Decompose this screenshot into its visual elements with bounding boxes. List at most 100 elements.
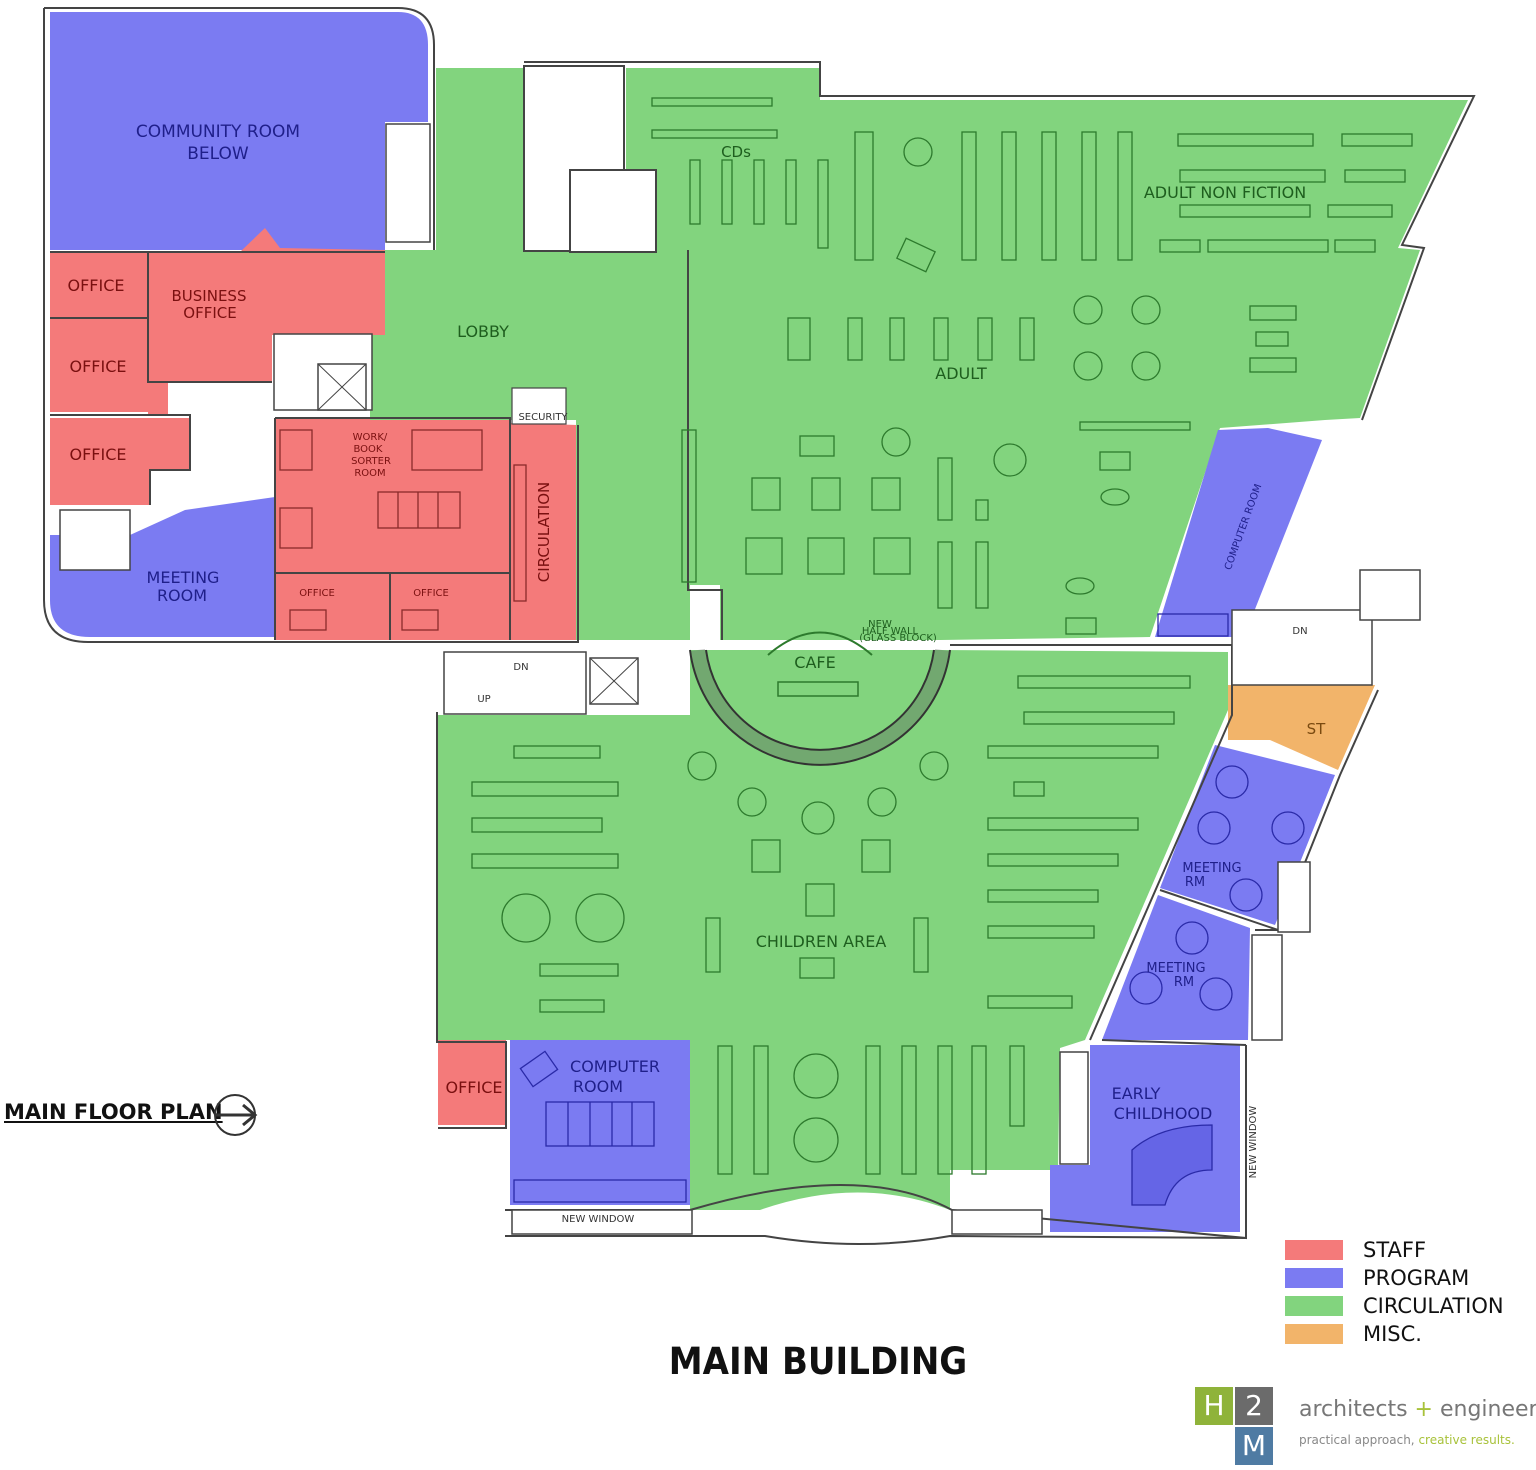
h2m-logo: H 2 M architects + engineers practical a… <box>1195 1387 1536 1467</box>
logo-text-engineers: engineers <box>1439 1397 1536 1422</box>
legend-label-staff: STAFF <box>1363 1238 1427 1262</box>
logo-text-architects: architects <box>1299 1397 1408 1422</box>
office-zone-1 <box>50 252 148 318</box>
legend-label-misc: MISC. <box>1363 1322 1422 1346</box>
office-zone-3 <box>50 418 190 505</box>
walls <box>43 7 1476 1245</box>
legend-swatch-circulation <box>1285 1296 1343 1316</box>
north-arrow-icon <box>214 1094 258 1136</box>
work-room-label-2: BOOK <box>354 444 383 455</box>
security-label: SECURITY <box>518 412 568 423</box>
main-title: MAIN BUILDING <box>668 1340 968 1383</box>
meeting-rm-a-label-1: MEETING <box>1182 861 1241 876</box>
legend-label-program: PROGRAM <box>1363 1266 1470 1290</box>
early-childhood-zone <box>1050 1045 1240 1232</box>
logo-text-plus: + <box>1414 1397 1433 1422</box>
logo-text: architects + engineers <box>1299 1397 1536 1422</box>
business-office-label-2: OFFICE <box>183 304 236 322</box>
legend: STAFF PROGRAM CIRCULATION MISC. <box>1285 1236 1525 1348</box>
computer-room-children-label-2: ROOM <box>573 1077 623 1096</box>
cafe-counter <box>767 631 873 656</box>
community-room-below-label: BELOW <box>187 144 249 164</box>
stair-up-label: UP <box>477 694 490 705</box>
legend-item-staff: STAFF <box>1285 1236 1525 1264</box>
adult-label: ADULT <box>935 364 987 383</box>
storage-label: ST <box>1307 720 1327 738</box>
new-window-label-2: NEW WINDOW <box>1248 1106 1259 1179</box>
circulation-desk-label: CIRCULATION <box>535 482 553 582</box>
new-window-label-1: NEW WINDOW <box>562 1214 635 1225</box>
logo-letter-m: M <box>1235 1427 1273 1465</box>
restrooms-2 <box>569 169 657 253</box>
office-2-label: OFFICE <box>70 357 127 376</box>
legend-item-program: PROGRAM <box>1285 1264 1525 1292</box>
legend-swatch-misc <box>1285 1324 1343 1344</box>
office-zone-2 <box>50 318 168 415</box>
early-childhood-label-1: EARLY <box>1112 1084 1161 1103</box>
plan-label: MAIN FLOOR PLAN <box>4 1100 223 1124</box>
legend-item-misc: MISC. <box>1285 1320 1525 1348</box>
early-childhood-label-2: CHILDHOOD <box>1114 1104 1213 1123</box>
logo-tag-2: creative results. <box>1418 1433 1515 1447</box>
cafe-label: CAFE <box>794 653 835 672</box>
logo-letter-2: 2 <box>1235 1387 1273 1425</box>
cafe-curve <box>691 649 949 765</box>
corridor-zone <box>576 250 690 640</box>
meeting-rm-b-zone <box>1102 895 1250 1040</box>
legend-label-circulation: CIRCULATION <box>1363 1294 1504 1318</box>
cafe-curve-inner <box>705 649 935 751</box>
office-children-zone <box>438 1040 506 1125</box>
computer-room-adult-zone <box>1155 428 1322 637</box>
tables-adult <box>745 137 1297 635</box>
stair-dn-label-1: DN <box>513 662 528 673</box>
community-room-zone <box>50 12 428 250</box>
meeting-room-label-1: MEETING <box>147 568 220 587</box>
logo-tagline: practical approach, creative results. <box>1299 1433 1515 1447</box>
meeting-rm-a-label-2: RM <box>1185 875 1205 890</box>
legend-item-circulation: CIRCULATION <box>1285 1292 1525 1320</box>
cds-label: CDs <box>721 143 751 161</box>
children-area-zone <box>437 650 1228 1210</box>
program-furniture <box>513 613 1305 1206</box>
computer-room-children-label-1: COMPUTER <box>570 1057 660 1076</box>
lobby-label: LOBBY <box>457 322 509 341</box>
meeting-room-label-2: ROOM <box>157 586 207 605</box>
adult-non-fiction-label: ADULT NON FICTION <box>1144 183 1306 202</box>
children-area-label: CHILDREN AREA <box>756 932 887 951</box>
tables-children <box>501 751 1045 1163</box>
legend-swatch-program <box>1285 1268 1343 1288</box>
lobby-zone <box>370 68 576 420</box>
business-office-label-1: BUSINESS <box>172 287 247 305</box>
half-wall-label-3: (GLASS BLOCK) <box>859 633 937 644</box>
logo-tag-1: practical approach, <box>1299 1433 1415 1447</box>
office-1-label: OFFICE <box>68 276 125 295</box>
elevator-marks <box>317 363 639 705</box>
storage-zone <box>1228 685 1375 770</box>
small-office-1-label: OFFICE <box>299 588 335 599</box>
work-room-label-1: WORK/ <box>353 432 388 443</box>
work-room-label-4: ROOM <box>354 468 385 479</box>
business-office-zone <box>148 228 385 382</box>
meeting-rm-b-label-1: MEETING <box>1146 961 1205 976</box>
small-office-2-label: OFFICE <box>413 588 449 599</box>
office-3-label: OFFICE <box>70 445 127 464</box>
stair-dn-label-2: DN <box>1292 626 1307 637</box>
work-room-label-3: SORTER <box>351 456 391 467</box>
half-wall-label-2: HALF WALL <box>862 626 919 637</box>
office-children-label: OFFICE <box>446 1078 503 1097</box>
cafe-curve-outer <box>689 649 951 766</box>
computer-room-children-zone <box>510 1040 690 1205</box>
meeting-rm-b-label-2: RM <box>1174 975 1194 990</box>
staff-furniture <box>279 429 527 631</box>
community-room-label: COMMUNITY ROOM <box>136 122 300 142</box>
cafe-bar <box>777 681 859 697</box>
logo-letter-h: H <box>1195 1387 1233 1425</box>
shelves-adult <box>651 97 1413 609</box>
adult-zone <box>626 68 1468 640</box>
meeting-room-zone <box>50 497 275 637</box>
half-wall-label-1: NEW <box>868 619 892 630</box>
legend-swatch-staff <box>1285 1240 1343 1260</box>
shelves-children <box>471 675 1191 1175</box>
work-room-zone <box>275 418 578 640</box>
